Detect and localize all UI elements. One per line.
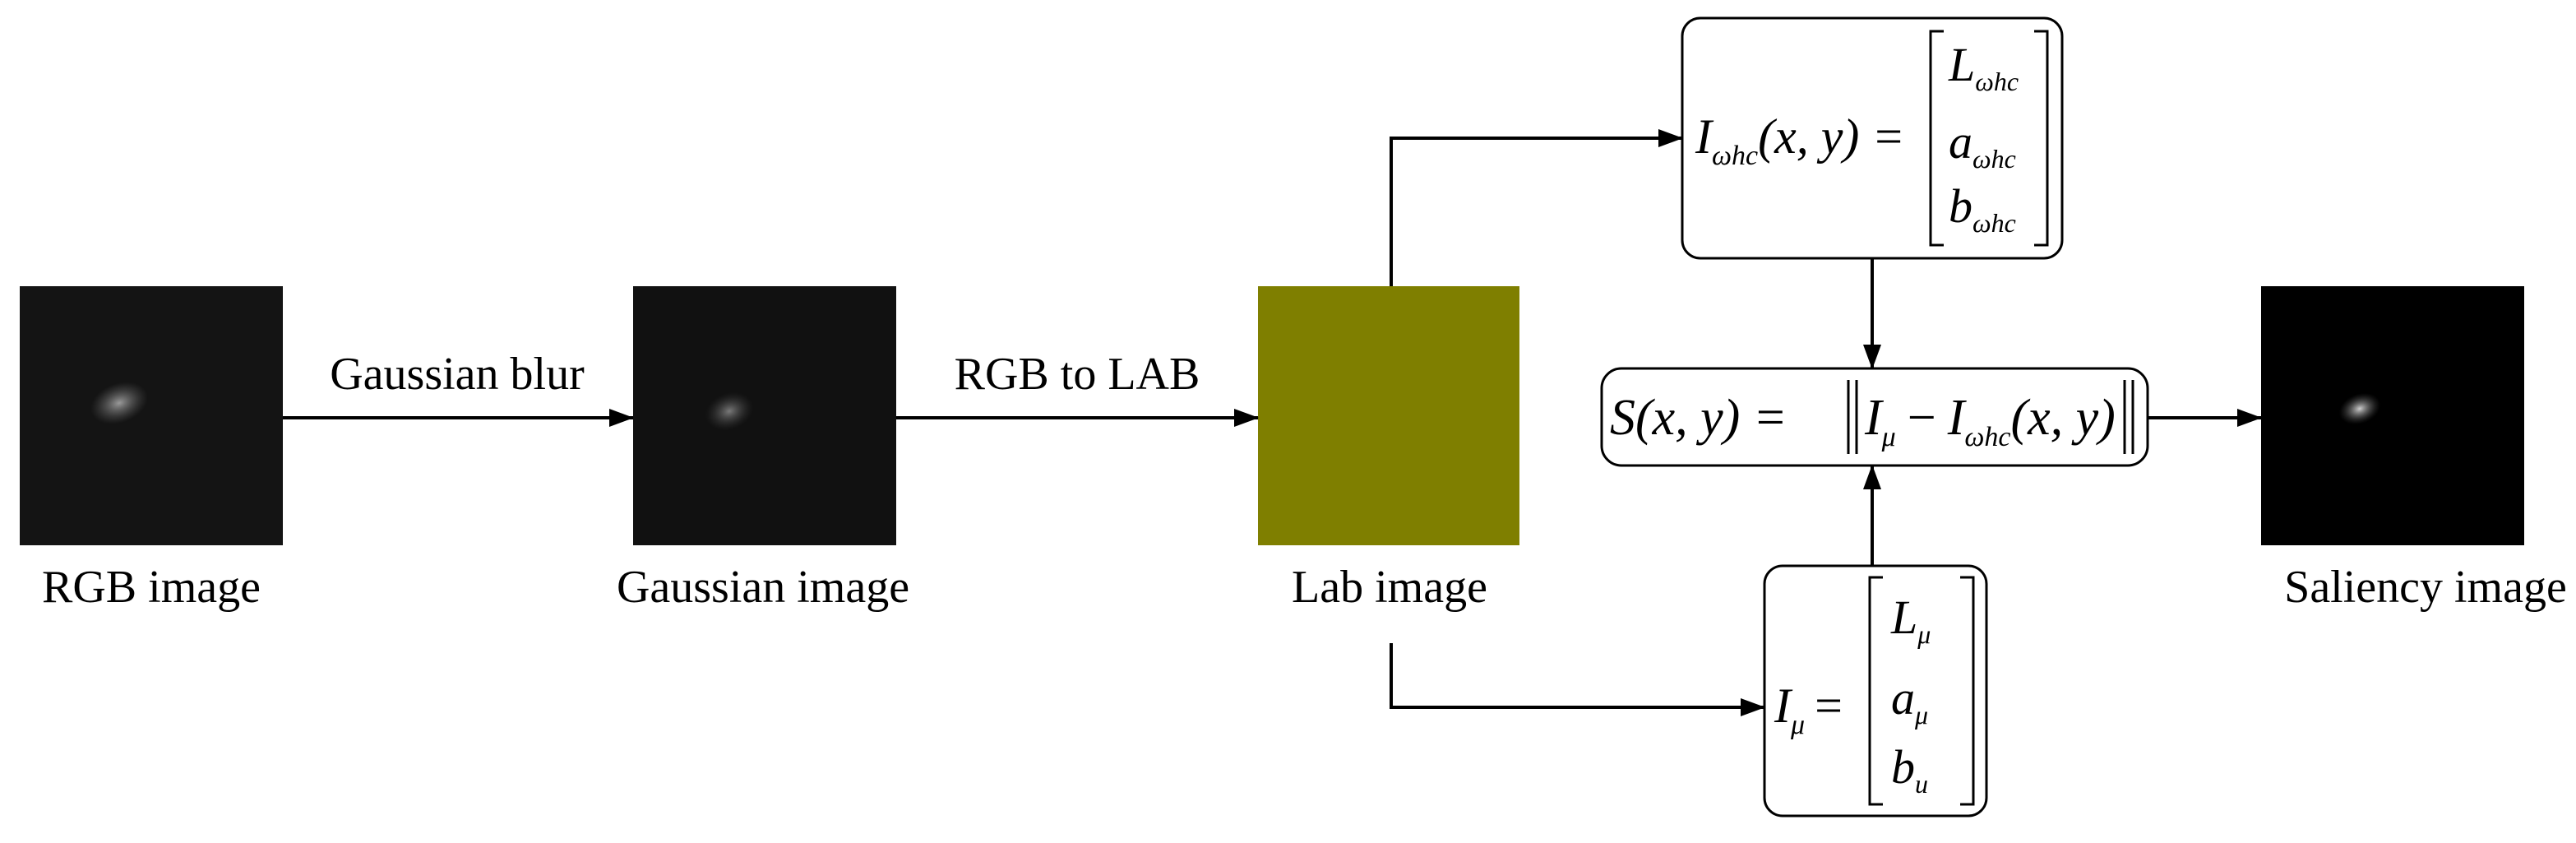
saliency-term2-sub: ωhc bbox=[1964, 422, 2010, 452]
lab-to-mu-connector bbox=[1390, 643, 1765, 716]
saliency-object-blob bbox=[2338, 392, 2381, 425]
gaussian-image-node: Gaussian image bbox=[617, 286, 909, 613]
whc-row-1-var: L bbox=[1948, 38, 1975, 91]
mu-left-bracket bbox=[1868, 576, 1883, 806]
whc-row-3-sub: ωhc bbox=[1972, 208, 2016, 238]
whc-row-2-sub: ωhc bbox=[1972, 144, 2016, 174]
convert-edge: RGB to LAB bbox=[896, 349, 1259, 427]
mu-row-1-sub: μ bbox=[1917, 619, 1931, 649]
svg-text:Lωhc: Lωhc bbox=[1948, 38, 2019, 96]
rgb-image-caption: RGB image bbox=[42, 562, 261, 613]
mu-row-3-var: b bbox=[1891, 740, 1915, 794]
svg-text:Iωhc(x, y) =: Iωhc(x, y) = bbox=[1695, 109, 1905, 171]
mu-lhs-eq: = bbox=[1815, 679, 1843, 733]
whc-right-bracket bbox=[2034, 30, 2049, 247]
saliency-formula-box: S(x, y) = Iμ−Iωhc(x, y) bbox=[1600, 367, 2149, 467]
gaussian-image-caption: Gaussian image bbox=[617, 562, 909, 613]
saliency-minus: − bbox=[1908, 390, 1936, 446]
lab-to-whc-connector bbox=[1390, 129, 1683, 286]
convert-edge-label: RGB to LAB bbox=[955, 349, 1200, 400]
whc-row-3-var: b bbox=[1949, 179, 1972, 233]
svg-text:aωhc: aωhc bbox=[1949, 115, 2016, 174]
mu-row-2-var: a bbox=[1891, 671, 1915, 725]
svg-text:aμ: aμ bbox=[1891, 671, 1928, 730]
svg-text:Iμ=: Iμ = bbox=[1774, 679, 1843, 740]
mu-lhs-var: I bbox=[1774, 679, 1793, 733]
whc-row-2-var: a bbox=[1949, 115, 1972, 169]
svg-text:bωhc: bωhc bbox=[1949, 179, 2016, 238]
blur-edge: Gaussian blur bbox=[283, 349, 634, 427]
whc-formula-box: Iωhc(x, y) = Lωhc aωhc bωhc bbox=[1681, 16, 2064, 260]
rgb-image bbox=[20, 286, 283, 545]
svg-text:Iμ−Iωhc(x, y): Iμ−Iωhc(x, y) bbox=[1864, 390, 2116, 452]
whc-lhs-sub: ωhc bbox=[1712, 141, 1758, 171]
saliency-term2-args: (x, y) bbox=[2010, 390, 2115, 446]
rgb-image-node: RGB image bbox=[20, 286, 283, 613]
whc-left-bracket bbox=[1929, 30, 1944, 247]
mu-right-bracket bbox=[1960, 576, 1975, 806]
mu-formula-box: Iμ= Lμ aμ bu bbox=[1763, 564, 1988, 818]
mu-row-2-sub: μ bbox=[1914, 700, 1928, 730]
blur-edge-label: Gaussian blur bbox=[330, 349, 585, 400]
lab-image-node: Lab image bbox=[1258, 286, 1519, 613]
saliency-image-node: Saliency image bbox=[2261, 286, 2567, 613]
svg-text:Lμ: Lμ bbox=[1890, 591, 1931, 649]
gaussian-image bbox=[633, 286, 896, 545]
lab-image bbox=[1258, 286, 1519, 545]
whc-row-1-sub: ωhc bbox=[1975, 67, 2019, 96]
saliency-image bbox=[2261, 286, 2524, 545]
saliency-term2-var: I bbox=[1947, 390, 1968, 446]
whc-lhs-args: (x, y) = bbox=[1758, 109, 1905, 164]
saliency-image-caption: Saliency image bbox=[2284, 562, 2567, 613]
whc-lhs-var: I bbox=[1695, 109, 1714, 164]
gaussian-object-blob bbox=[705, 391, 754, 431]
lab-image-caption: Lab image bbox=[1292, 562, 1487, 613]
saliency-lhs: S bbox=[1610, 390, 1635, 446]
rgb-object-blob bbox=[90, 382, 148, 424]
saliency-args: (x, y) = bbox=[1635, 390, 1787, 446]
mu-box-frame bbox=[1763, 564, 1988, 818]
mu-row-1-var: L bbox=[1890, 591, 1917, 644]
mu-row-3-sub: u bbox=[1915, 769, 1928, 799]
mu-lhs-sub: μ bbox=[1790, 710, 1805, 740]
saliency-term1-var: I bbox=[1864, 390, 1885, 446]
saliency-term1-sub: μ bbox=[1881, 422, 1896, 452]
svg-text:S(x, y) =: S(x, y) = bbox=[1610, 390, 1787, 446]
svg-text:bu: bu bbox=[1891, 740, 1928, 799]
